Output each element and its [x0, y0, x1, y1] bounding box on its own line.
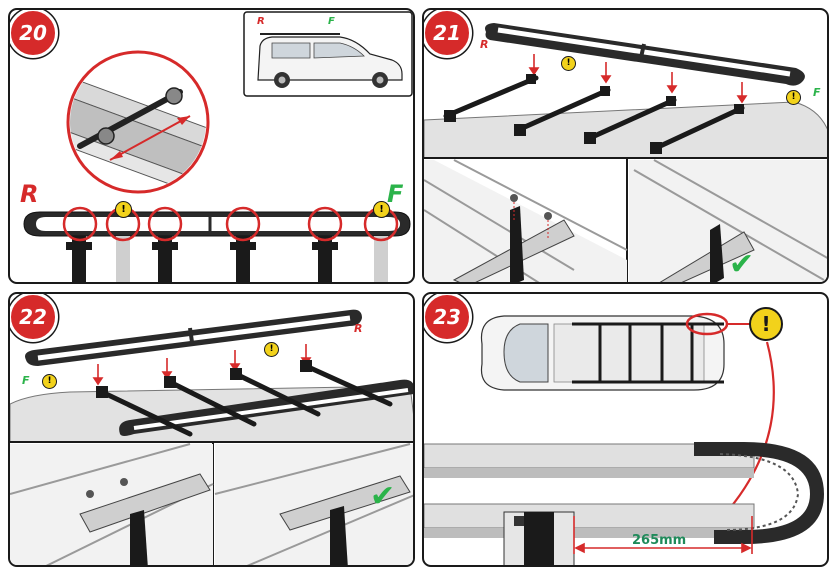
detail-right: [214, 443, 413, 565]
step-22-panel: 22 F R ! ! ✔: [8, 292, 415, 567]
detail-left: [424, 159, 628, 282]
roof-rail-angled: [485, 23, 805, 86]
van-side-thumbnail: [257, 33, 403, 88]
check-icon: ✔: [370, 479, 396, 514]
thumb-rear-label: R: [257, 16, 265, 27]
thumb-front-label: F: [328, 16, 335, 27]
front-label: F: [813, 86, 821, 99]
warning-icon: !: [786, 90, 801, 105]
step-number-badge: 20: [10, 10, 58, 58]
measurement-line: [573, 516, 753, 554]
step-20-panel: 20 R F R F ! !: [8, 8, 415, 284]
step-number-badge: 22: [10, 294, 58, 342]
step-22-illustration: [10, 309, 413, 565]
step-number-badge: 21: [424, 10, 472, 58]
warning-icon: !: [561, 56, 576, 71]
warning-icon: !: [373, 201, 390, 218]
step-21-panel: 21 R F ! ! ✔: [422, 8, 829, 284]
warning-icon: !: [264, 342, 279, 357]
check-icon: ✔: [729, 247, 755, 282]
rail-feet: [66, 236, 388, 282]
roof-rail-long: [23, 211, 411, 237]
ladder-rack-top: [572, 322, 724, 384]
lower-rail: [119, 379, 413, 436]
step-21-illustration: [424, 23, 827, 282]
rear-label: R: [20, 180, 39, 208]
warning-icon: !: [42, 374, 57, 389]
cross-bars: [443, 75, 745, 151]
step-23-illustration: [424, 307, 824, 565]
step-20-illustration: [23, 11, 413, 282]
step-23-panel: 23 ! 265mm: [422, 292, 829, 567]
front-label: F: [22, 374, 30, 387]
rail-end-detail: [424, 442, 824, 565]
rear-label: R: [480, 38, 489, 51]
rear-label: R: [354, 322, 363, 335]
warning-mark: !: [761, 312, 771, 336]
cross-bars: [99, 363, 393, 437]
warning-circle-large: [749, 307, 783, 341]
roof-rail-angled: [25, 309, 362, 366]
warning-icon: !: [115, 201, 132, 218]
front-label: F: [387, 180, 404, 208]
detail-left: [10, 443, 214, 565]
measurement-value: 265mm: [632, 533, 687, 548]
step-number-badge: 23: [424, 294, 472, 342]
detail-right: [629, 159, 827, 282]
